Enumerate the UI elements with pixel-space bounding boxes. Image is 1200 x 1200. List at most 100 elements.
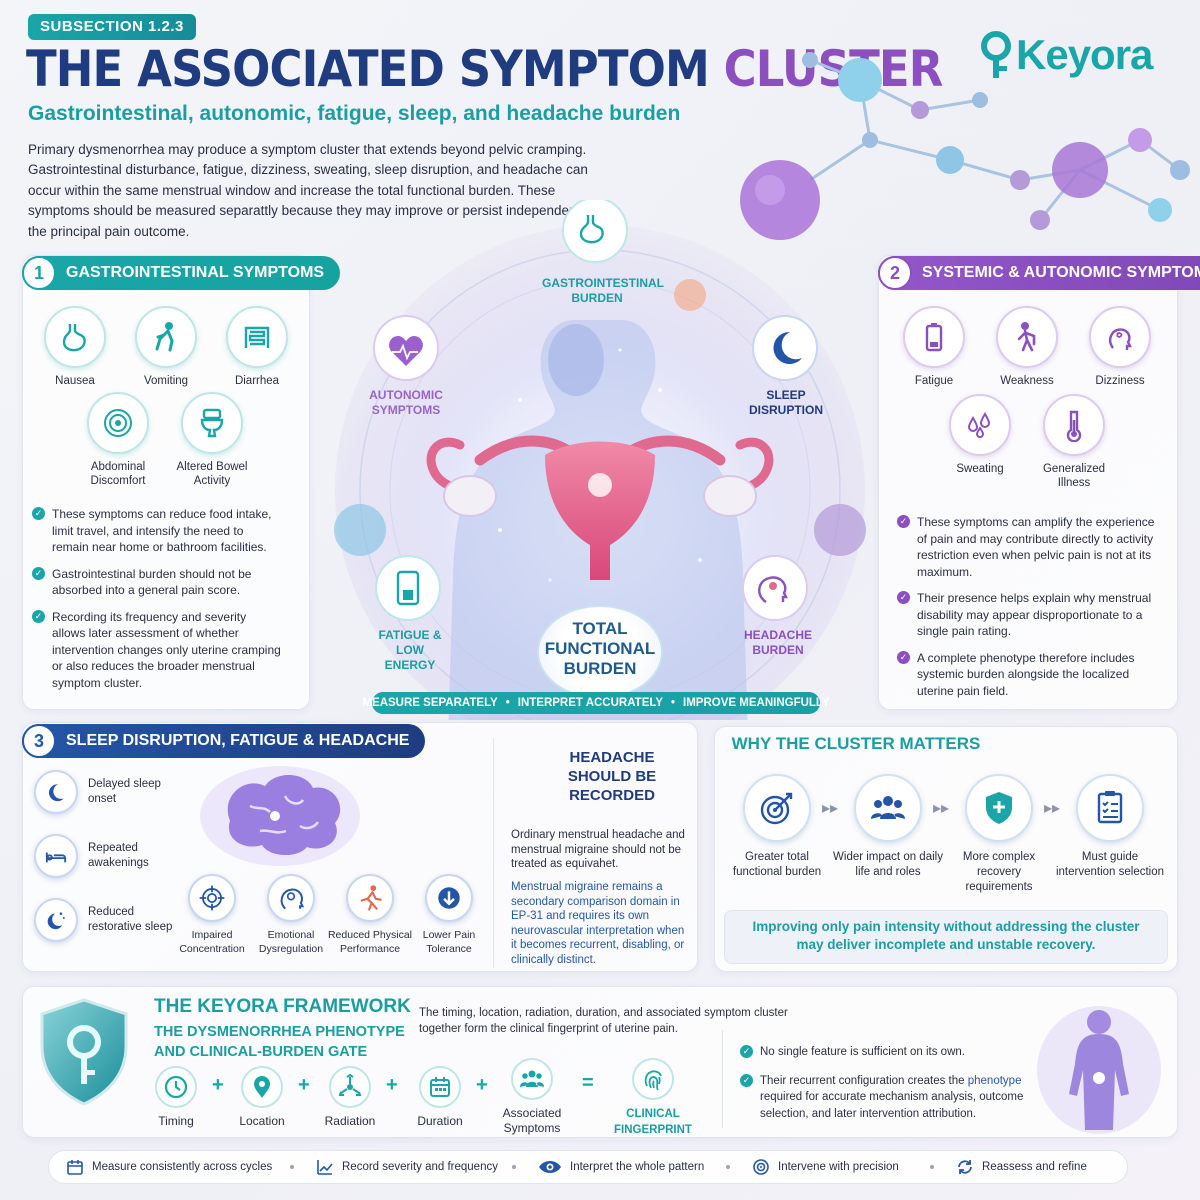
brain-illustration (200, 766, 360, 866)
radiation-arrows-icon (338, 1074, 362, 1096)
section-3-header: 3 SLEEP DISRUPTION, FATIGUE & HEADACHE (22, 724, 426, 758)
framework-result: CLINICAL FINGERPRINT (610, 1058, 696, 1138)
headache-title: HEADACHE SHOULD BE RECORDED (567, 749, 657, 804)
effect-reduced-physical-performance: Reduced Physical Performance (326, 874, 414, 956)
headache-subpanel (493, 738, 695, 968)
sleep-item-awakenings: Repeated awakenings (34, 834, 168, 878)
section-3-title: SLEEP DISRUPTION, FATIGUE & HEADACHE (66, 732, 410, 749)
framework-step-location: Location (220, 1066, 304, 1129)
why-conclusion-box (724, 910, 1168, 964)
footer-item-interpret: Interpret the whole pattern (538, 1158, 704, 1176)
headache-text-2: Menstrual migraine remains a secondary c… (511, 881, 685, 966)
section-1-title: GASTROINTESTINAL SYMPTOMS (66, 264, 325, 281)
footer-item-record: Record severity and frequency (316, 1158, 498, 1176)
framework-checks: ✓No single feature is sufficient on its … (740, 1044, 1030, 1132)
why-step-greater-burden: Greater total functional burden (722, 774, 832, 880)
battery-low-icon (925, 323, 943, 352)
systemic-icon-weakness: Weakness (982, 306, 1072, 388)
crosshair-icon (199, 885, 225, 911)
why-step-intervention: Must guide intervention selection (1055, 774, 1165, 880)
gi-bullet: ✓Recording its frequency and severity al… (32, 609, 282, 692)
plus-operator: + (298, 1074, 310, 1096)
systemic-icon-fatigue: Fatigue (889, 306, 979, 388)
framework-check: ✓No single feature is sufficient on its … (740, 1044, 1030, 1061)
logo-text: Keyora (1016, 31, 1153, 78)
systemic-bullet: ✓A complete phenotype therefore includes… (897, 650, 1159, 700)
molecule-illustration (740, 52, 1190, 240)
footer-item-reassess: Reassess and refine (956, 1158, 1087, 1176)
center-body-illustration (334, 200, 866, 720)
why-arrow: ▸▸ (933, 800, 950, 817)
measure-interpret-improve-bar: MEASURE SEPARATELY• INTERPRET ACCURATELY… (362, 692, 830, 714)
systemic-bullet: ✓These symptoms can amplify the experien… (897, 514, 1159, 580)
gi-icon-diarrhea: Diarrhea (212, 306, 302, 388)
people-icon (520, 1070, 544, 1087)
gi-icon-nausea: Nausea (30, 306, 120, 388)
chart-up-icon (317, 1160, 333, 1175)
fingerprint-icon (644, 1070, 662, 1091)
footer-separator (290, 1165, 294, 1169)
center-headache-label: HEADACHE BURDEN (743, 628, 812, 657)
eye-icon (539, 1161, 561, 1173)
glowing-body-illustration (1037, 1006, 1161, 1134)
footer-bar (48, 1150, 1128, 1184)
headache-text-1: Ordinary menstrual headache and menstrua… (511, 829, 685, 870)
center-gi-label: GASTROINTESTINAL BURDEN (542, 276, 664, 305)
checklist-icon (1097, 791, 1123, 824)
section-2-bullets: ✓These symptoms can amplify the experien… (897, 514, 1159, 709)
center-sleep-label: SLEEP DISRUPTION (748, 388, 823, 417)
page-subtitle: Gastrointestinal, autonomic, fatigue, sl… (28, 102, 681, 125)
framework-step-timing: Timing (134, 1066, 218, 1129)
section-2-number: 2 (878, 256, 912, 290)
framework-step-radiation: Radiation (308, 1066, 392, 1129)
title-part1: THE ASSOCIATED SYMPTOM (26, 40, 724, 98)
framework-title: THE KEYORA FRAMEWORK (154, 996, 411, 1017)
intestine-icon (244, 326, 270, 348)
framework-step-duration: Duration (398, 1066, 482, 1129)
people-group-icon (871, 796, 905, 819)
dizzy-head-icon (1109, 328, 1132, 350)
footer-separator (512, 1165, 516, 1169)
section-1-number: 1 (22, 256, 56, 290)
why-step-wider-impact: Wider impact on daily life and roles (833, 774, 943, 880)
target-icon (753, 1159, 769, 1175)
shield-plus-icon (986, 792, 1012, 824)
section-3-number: 3 (22, 724, 56, 758)
key-logo-icon (981, 31, 1011, 78)
toilet-icon (200, 408, 224, 438)
gi-icon-altered-bowel: Altered Bowel Activity (167, 392, 257, 488)
footer-item-intervene: Intervene with precision (752, 1158, 899, 1176)
calendar-icon (430, 1077, 450, 1097)
thermometer-icon (1066, 410, 1082, 442)
gi-icon-vomiting: Vomiting (121, 306, 211, 388)
running-person-icon (360, 885, 382, 911)
why-cluster-title: WHY THE CLUSTER MATTERS (731, 734, 981, 753)
plus-operator: + (212, 1074, 224, 1096)
sleep-item-delayed-onset: Delayed sleep onset (34, 770, 168, 814)
target-arrow-icon (760, 792, 793, 825)
footer-separator (726, 1165, 730, 1169)
plus-operator: + (476, 1074, 488, 1096)
center-fatigue-label: FATIGUE & LOW ENERGY (378, 628, 442, 672)
framework-subtitle: THE DYSMENORRHEA PHENOTYPE AND CLINICAL-… (154, 1024, 405, 1060)
key-shield-icon (40, 998, 128, 1106)
refresh-icon (958, 1160, 972, 1174)
framework-description: The timing, location, radiation, duratio… (419, 1007, 788, 1035)
systemic-icon-generalized-illness: Generalized Illness (1029, 394, 1119, 490)
vomiting-person-icon (155, 322, 174, 352)
section-1-bullets: ✓These symptoms can reduce food intake, … (32, 506, 282, 701)
why-arrow: ▸▸ (822, 800, 839, 817)
weak-person-icon (1017, 322, 1036, 352)
sleep-item-reduced-restorative: Reduced restorative sleep (34, 898, 178, 942)
location-pin-icon (254, 1076, 270, 1098)
total-functional-burden-badge: TOTAL FUNCTIONAL BURDEN (537, 605, 663, 699)
moon-icon (49, 784, 64, 802)
intro-paragraph: Primary dysmenorrhea may produce a sympt… (28, 142, 606, 239)
systemic-bullet: ✓Their presence helps explain why menstr… (897, 590, 1159, 640)
gi-bullet: ✓Gastrointestinal burden should not be a… (32, 566, 282, 599)
section-3-panel (22, 722, 698, 972)
framework-panel (22, 986, 1178, 1138)
stomach-icon (62, 324, 86, 352)
target-abdomen-icon (104, 409, 132, 437)
section-1-header: 1 GASTROINTESTINAL SYMPTOMS (22, 256, 341, 290)
